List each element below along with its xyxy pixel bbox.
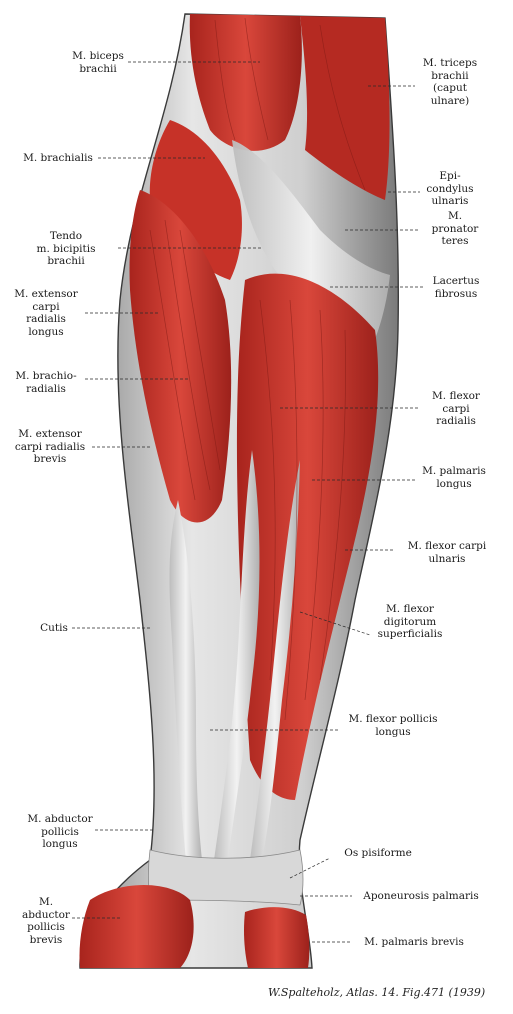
label-brachioradialis: M. brachio-radialis xyxy=(15,370,77,395)
label-cutis: Cutis xyxy=(40,622,68,634)
label-os-pisiforme: Os pisiforme xyxy=(344,847,412,859)
triceps-muscle xyxy=(300,16,390,200)
abductor-pollicis-brevis-muscle xyxy=(79,885,194,968)
tendon-fcr xyxy=(214,450,260,860)
label-palmaris-brevis: M. palmaris brevis xyxy=(364,936,464,948)
brachialis-muscle xyxy=(149,120,242,280)
palmaris-brevis-muscle xyxy=(244,907,310,968)
leader-lines-left xyxy=(72,61,262,919)
brachioradialis-muscle xyxy=(129,190,232,523)
figure-credit: W.Spalteholz, Atlas. 14. Fig.471 (1939) xyxy=(268,986,486,999)
flexor-group xyxy=(236,273,379,800)
tendon-palmaris xyxy=(250,460,300,860)
leader-lines-right xyxy=(210,85,425,943)
label-brachialis: M. brachialis xyxy=(23,152,93,164)
muscle-fibers xyxy=(149,17,366,721)
tendon-brachioradialis xyxy=(169,500,202,860)
label-aponeurosis-palmaris: Aponeurosis palmaris xyxy=(363,890,479,902)
